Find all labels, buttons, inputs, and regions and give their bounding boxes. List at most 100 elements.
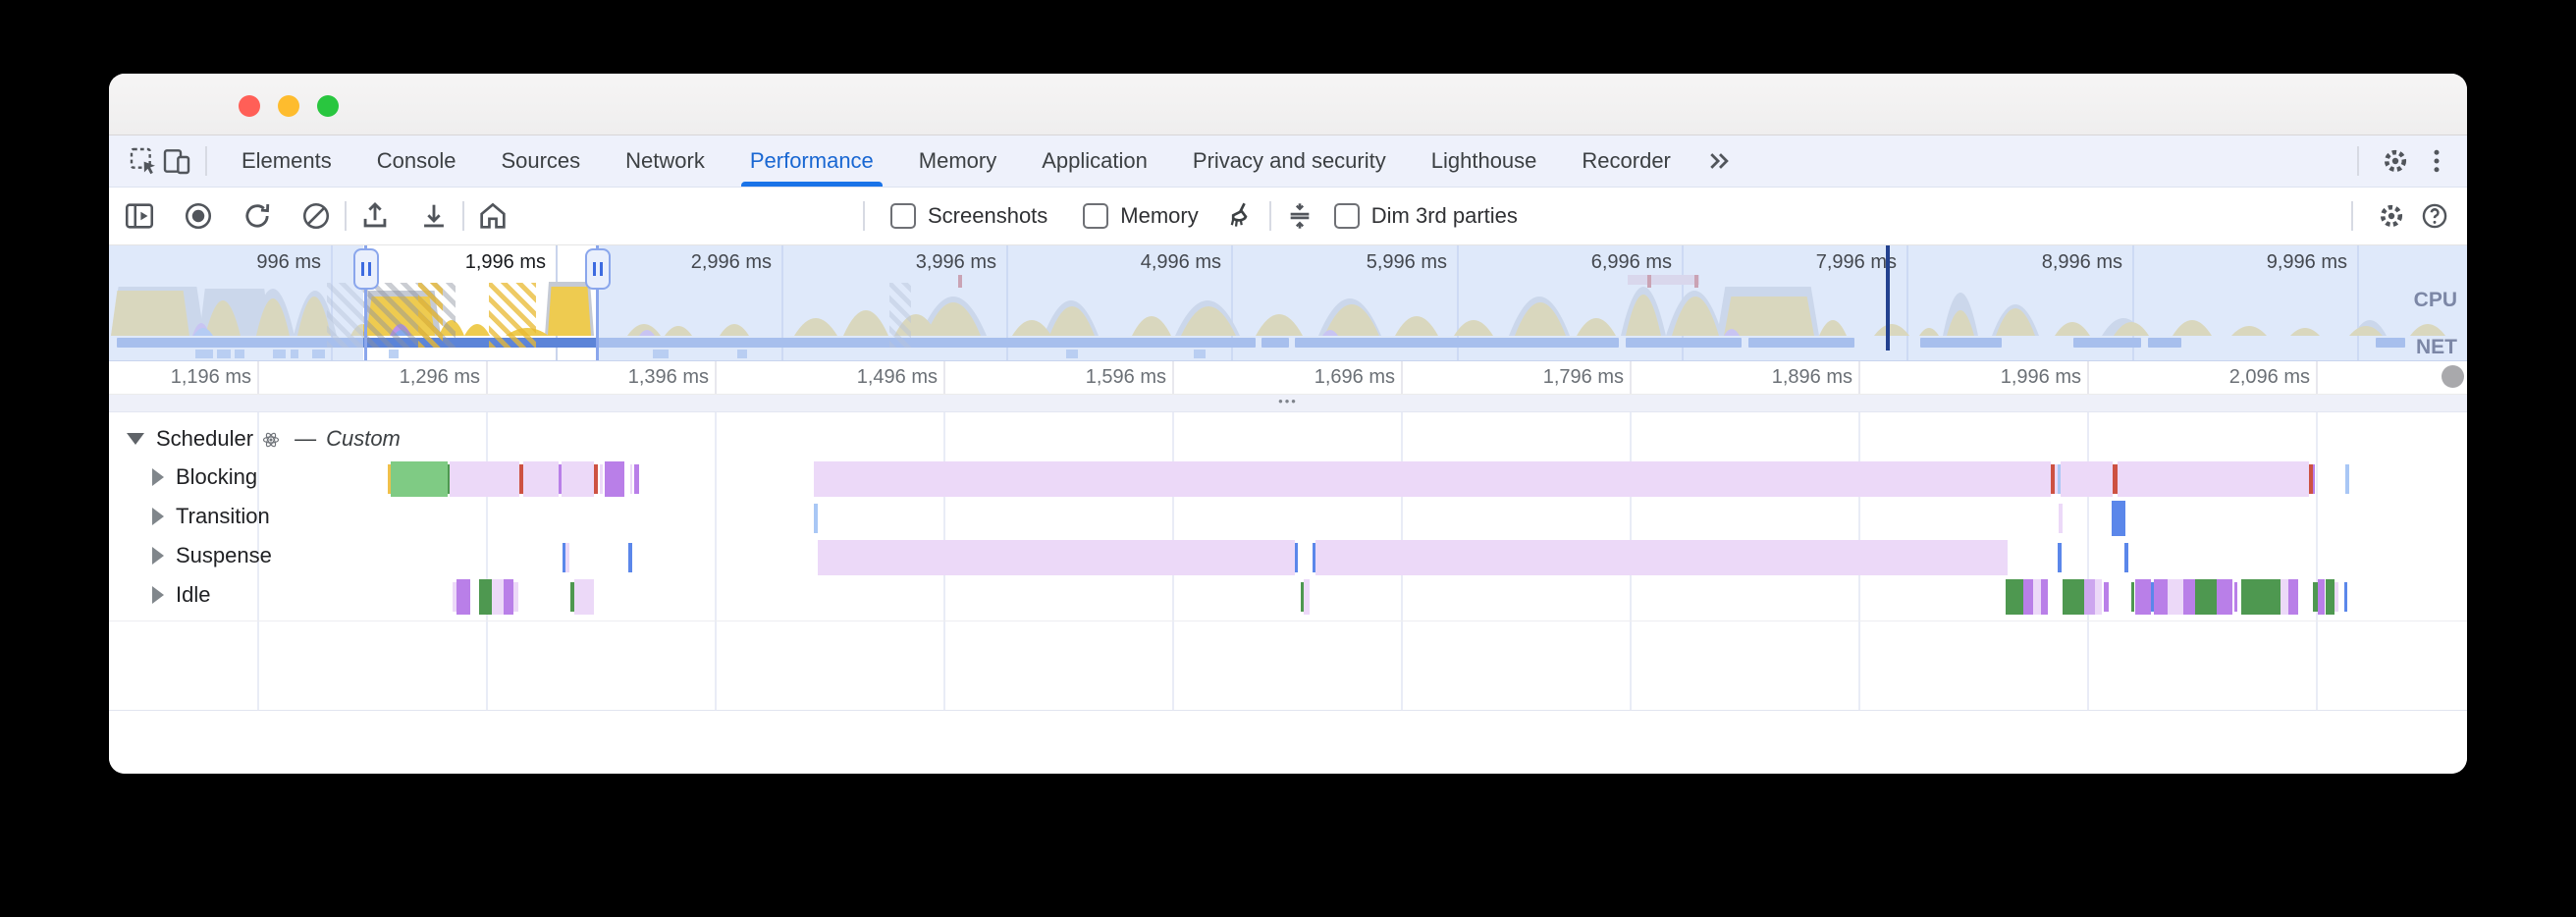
track-bar[interactable] <box>2131 582 2134 612</box>
track-bar[interactable] <box>504 579 513 615</box>
track-bar[interactable] <box>2344 582 2347 612</box>
expand-triangle-icon[interactable] <box>152 586 164 604</box>
home-icon[interactable] <box>476 199 510 233</box>
track-bar[interactable] <box>2217 579 2232 615</box>
device-toolbar-icon[interactable] <box>160 144 193 178</box>
more-tabs-icon[interactable] <box>1703 144 1737 178</box>
track-bar[interactable] <box>2055 464 2058 494</box>
track-bar[interactable] <box>388 464 391 494</box>
track-row-suspense[interactable]: Suspense <box>152 543 272 568</box>
download-profile-icon[interactable] <box>417 199 451 233</box>
tab-console[interactable]: Console <box>376 148 456 173</box>
gear-icon[interactable] <box>2375 199 2408 233</box>
track-bar[interactable] <box>2051 464 2055 494</box>
tab-recorder[interactable]: Recorder <box>1582 148 1671 173</box>
selection-left-line[interactable] <box>364 245 367 360</box>
tab-network[interactable]: Network <box>625 148 705 173</box>
track-bar[interactable] <box>2151 582 2154 612</box>
selection-right-line[interactable] <box>596 245 599 360</box>
track-bar[interactable] <box>1301 582 1304 612</box>
track-bar[interactable] <box>570 582 574 612</box>
tab-performance[interactable]: Performance <box>727 135 896 187</box>
checkbox-box[interactable] <box>890 203 916 229</box>
upload-profile-icon[interactable] <box>358 199 392 233</box>
dim-3rd-parties-checkbox[interactable]: Dim 3rd parties <box>1333 203 1518 229</box>
track-bar[interactable] <box>2041 579 2048 615</box>
track-bar[interactable] <box>1304 579 1310 615</box>
track-bar[interactable] <box>2058 543 2062 572</box>
collapse-icon[interactable] <box>1283 199 1316 233</box>
track-bar[interactable] <box>2154 579 2168 615</box>
record-icon[interactable] <box>182 199 215 233</box>
track-bar[interactable] <box>2326 579 2334 615</box>
track-bar[interactable] <box>559 464 562 494</box>
track-bar[interactable] <box>2113 464 2118 494</box>
track-bar[interactable] <box>2135 579 2151 615</box>
help-icon[interactable] <box>2418 199 2451 233</box>
collapse-triangle-icon[interactable] <box>127 433 144 445</box>
tab-application[interactable]: Application <box>1042 148 1148 173</box>
kebab-menu-icon[interactable] <box>2420 144 2453 178</box>
minimize-window-button[interactable] <box>278 95 299 117</box>
track-bar[interactable] <box>814 504 818 533</box>
track-bar[interactable] <box>513 582 518 612</box>
track-bar[interactable] <box>600 464 603 494</box>
track-bar[interactable] <box>448 464 450 494</box>
expand-triangle-icon[interactable] <box>152 508 164 525</box>
track-row-idle[interactable]: Idle <box>152 582 210 608</box>
track-bar[interactable] <box>628 543 632 572</box>
track-bar[interactable] <box>2084 579 2095 615</box>
track-bar[interactable] <box>492 579 504 615</box>
track-bar[interactable] <box>1295 543 1298 572</box>
selection-left-handle[interactable] <box>353 248 379 290</box>
selection-right-handle[interactable] <box>585 248 611 290</box>
track-bar[interactable] <box>2313 582 2318 612</box>
track-bar[interactable] <box>519 464 523 494</box>
track-bar[interactable] <box>2168 579 2183 615</box>
track-bar[interactable] <box>562 461 594 497</box>
expand-triangle-icon[interactable] <box>152 468 164 486</box>
track-bar[interactable] <box>814 461 2051 497</box>
track-bar[interactable] <box>1313 543 1315 572</box>
record-reload-icon[interactable] <box>241 199 274 233</box>
track-bar[interactable] <box>523 461 559 497</box>
zoom-window-button[interactable] <box>317 95 339 117</box>
track-bar[interactable] <box>2313 464 2315 494</box>
track-bar[interactable] <box>630 464 632 494</box>
track-bar[interactable] <box>574 579 594 615</box>
track-row-transition[interactable]: Transition <box>152 504 270 529</box>
tab-elements[interactable]: Elements <box>242 148 332 173</box>
track-bar[interactable] <box>479 579 492 615</box>
track-bar[interactable] <box>565 543 569 572</box>
track-bar[interactable] <box>2183 579 2195 615</box>
tab-memory[interactable]: Memory <box>918 148 997 173</box>
gear-icon[interactable] <box>2379 144 2412 178</box>
track-bar[interactable] <box>2118 461 2309 497</box>
track-bar[interactable] <box>634 464 639 494</box>
track-bar[interactable] <box>453 582 456 612</box>
track-bar[interactable] <box>2112 501 2125 536</box>
screenshots-checkbox[interactable]: Screenshots <box>890 203 1047 229</box>
track-bar[interactable] <box>1315 540 2008 575</box>
track-bar[interactable] <box>2095 579 2102 615</box>
track-bar[interactable] <box>450 461 519 497</box>
tab-sources[interactable]: Sources <box>501 148 581 173</box>
track-bar[interactable] <box>594 464 598 494</box>
track-bar[interactable] <box>2104 582 2109 612</box>
playhead-line[interactable] <box>1886 245 1890 351</box>
close-window-button[interactable] <box>239 95 260 117</box>
track-bar[interactable] <box>2006 579 2023 615</box>
track-header-scheduler[interactable]: Scheduler—Custom <box>127 426 401 452</box>
track-bar[interactable] <box>2023 579 2033 615</box>
track-row-blocking[interactable]: Blocking <box>152 464 257 490</box>
track-bar[interactable] <box>2234 582 2237 612</box>
track-bar[interactable] <box>2059 504 2063 533</box>
track-bar[interactable] <box>605 461 624 497</box>
track-bar[interactable] <box>2241 579 2281 615</box>
track-bar[interactable] <box>2063 579 2084 615</box>
track-bar[interactable] <box>2281 579 2288 615</box>
track-bar[interactable] <box>456 579 470 615</box>
track-bar[interactable] <box>563 543 565 572</box>
track-bar[interactable] <box>2309 464 2313 494</box>
